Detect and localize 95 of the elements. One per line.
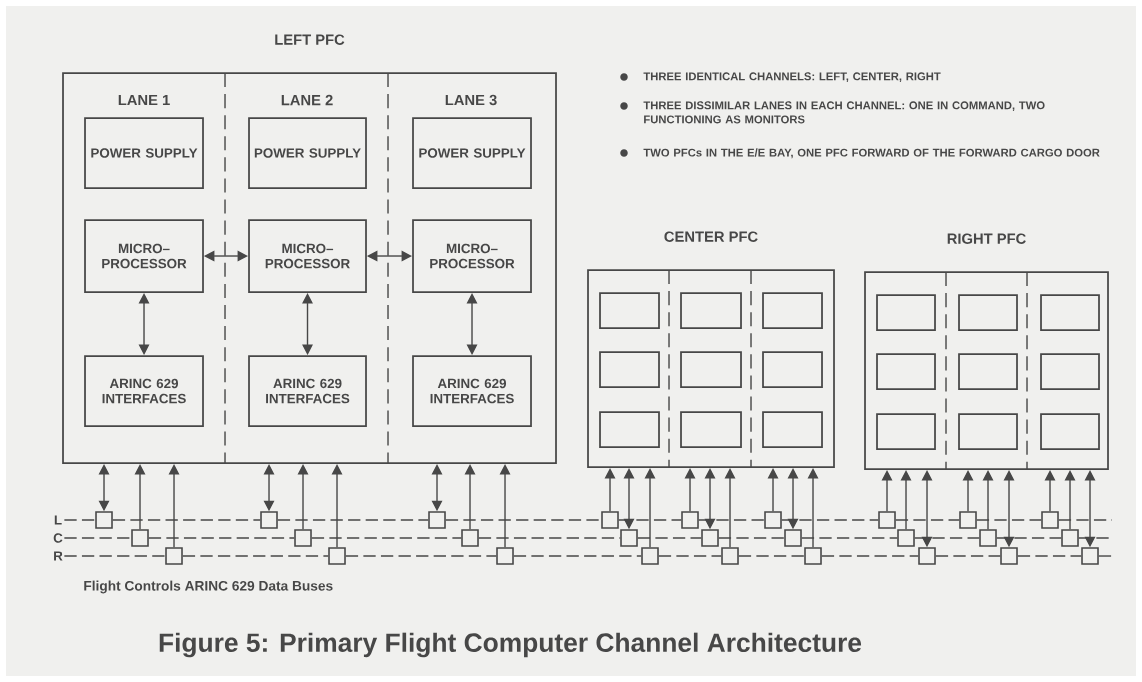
module-box [1040, 294, 1100, 331]
bus-line [1098, 555, 1113, 557]
bus-line [445, 519, 602, 521]
module-box: MICRO– PROCESSOR [248, 219, 367, 293]
module-box [762, 411, 823, 448]
bus-coupler [681, 511, 699, 529]
bus-coupler [878, 511, 896, 529]
module-box: ARINC 629 INTERFACES [248, 355, 367, 427]
bus-coupler [959, 511, 977, 529]
module-box [1040, 353, 1100, 390]
bus-coupler [95, 511, 113, 529]
bus-line [996, 537, 1062, 539]
bus-line [277, 519, 429, 521]
bus-line [1017, 555, 1082, 557]
module-box [680, 292, 742, 329]
bus-letter: R [54, 551, 63, 561]
module-box [1040, 413, 1100, 450]
bus-line [895, 519, 960, 521]
node-label: CENTER PFC [664, 231, 758, 242]
bus-line [658, 555, 722, 557]
bus-line [513, 555, 642, 557]
bus-coupler [294, 529, 312, 547]
bus-line [311, 537, 462, 539]
module-box [958, 413, 1018, 450]
bus-letter: C [53, 533, 63, 543]
bus-line [63, 519, 96, 521]
bus-coupler [918, 547, 936, 565]
module-box: MICRO– PROCESSOR [84, 219, 204, 293]
bus-line [637, 537, 702, 539]
bus-letter: L [54, 515, 62, 525]
bus-coupler [428, 511, 446, 529]
module-box: ARINC 629 INTERFACES [84, 355, 204, 427]
bus-line [345, 555, 497, 557]
computer-box: CENTER PFC [587, 231, 835, 468]
bus-line [618, 519, 682, 521]
bus-coupler [496, 547, 514, 565]
bus-coupler [165, 547, 183, 565]
module-box: POWER SUPPLY [412, 117, 532, 189]
bus-line [718, 537, 785, 539]
bus-coupler [328, 547, 346, 565]
bullet-note: TWO PFCs IN THE E/E BAY, ONE PFC FORWARD OF THE FORWARD CARGO DOOR [620, 148, 1100, 159]
bus-coupler [1000, 547, 1018, 565]
bus-line [63, 537, 132, 539]
bus-line [821, 555, 919, 557]
module-box [958, 294, 1018, 331]
module-box [762, 292, 823, 329]
bus-coupler [1041, 511, 1059, 529]
bus-line [914, 537, 980, 539]
module-box [958, 353, 1018, 390]
module-box: POWER SUPPLY [248, 117, 367, 189]
bus-coupler [131, 529, 149, 547]
node-label: LEFT PFC [275, 34, 345, 45]
module-box [599, 351, 660, 388]
module-box: MICRO– PROCESSOR [412, 219, 532, 293]
bus-coupler [804, 547, 822, 565]
bus-line [112, 519, 261, 521]
node-label: RIGHT PFC [947, 233, 1026, 244]
bullet-note: THREE DISSIMILAR LANES IN EACH CHANNEL: ONE IN COMMAND, TWO FUNCTIONING AS MONITORS [620, 101, 1045, 124]
module-box [876, 413, 936, 450]
bus-line [698, 519, 765, 521]
module-box [876, 294, 936, 331]
module-box [876, 353, 936, 390]
bus-line [781, 519, 879, 521]
bus-coupler [1081, 547, 1099, 565]
bus-line [63, 555, 166, 557]
module-box: POWER SUPPLY [84, 117, 204, 189]
computer-box: RIGHT PFC [864, 233, 1109, 470]
module-box [762, 351, 823, 388]
bus-caption: Flight Controls ARINC 629 Data Buses [84, 580, 333, 594]
bus-line [478, 537, 621, 539]
module-box [680, 351, 742, 388]
bus-coupler [1061, 529, 1079, 547]
bullet-note: THREE IDENTICAL CHANNELS: LEFT, CENTER, RIGHT [620, 72, 941, 82]
bus-coupler [979, 529, 997, 547]
bus-coupler [641, 547, 659, 565]
bus-coupler [897, 529, 915, 547]
module-box [599, 292, 660, 329]
bus-coupler [601, 511, 619, 529]
bus-coupler [620, 529, 638, 547]
bus-coupler [764, 511, 782, 529]
bus-line [935, 555, 1001, 557]
bus-line [148, 537, 295, 539]
module-box [680, 411, 742, 448]
bus-coupler [721, 547, 739, 565]
bus-coupler [461, 529, 479, 547]
module-box: ARINC 629 INTERFACES [412, 355, 532, 427]
bus-line [738, 555, 805, 557]
module-box [599, 411, 660, 448]
bus-line [976, 519, 1042, 521]
bus-coupler [701, 529, 719, 547]
bus-coupler [784, 529, 802, 547]
bus-line [182, 555, 329, 557]
bus-coupler [260, 511, 278, 529]
bus-line [801, 537, 898, 539]
figure-caption: Figure 5: Primary Flight Computer Channel Architecture [159, 632, 862, 658]
